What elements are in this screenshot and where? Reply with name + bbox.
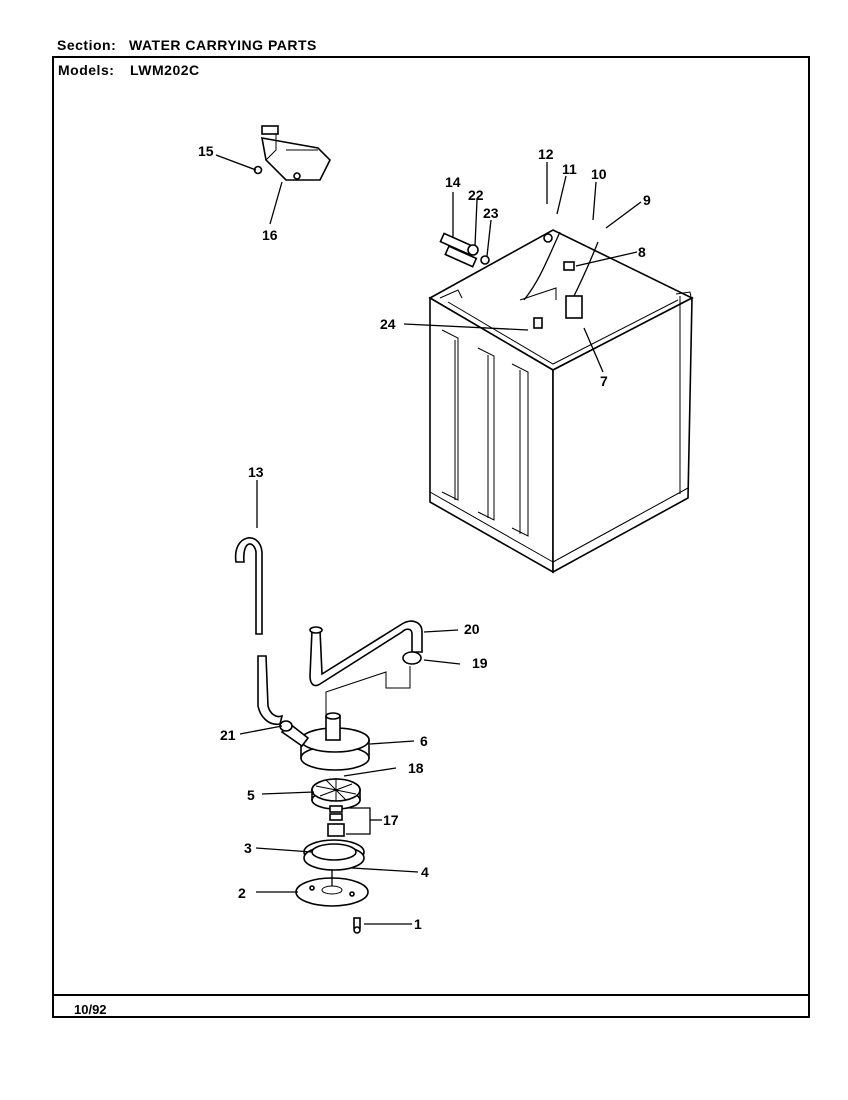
models-label: Models:: [58, 62, 115, 78]
callout-5: 5: [247, 787, 255, 803]
inlet-fittings: [439, 232, 490, 268]
callout-15: 15: [198, 143, 214, 159]
callout-8: 8: [638, 244, 646, 260]
cabinet-side-panel: [552, 296, 693, 574]
callout-numbers: 1 2 3 4 5 6 7 8 9 10 11 12 13 14 15 16 1…: [198, 143, 651, 932]
callout-21: 21: [220, 727, 236, 743]
callout-1: 1: [414, 916, 422, 932]
callout-9: 9: [643, 192, 651, 208]
callout-13: 13: [248, 464, 264, 480]
date-code: 10/92: [74, 1002, 107, 1017]
cabinet-assembly: [428, 229, 694, 574]
callout-3: 3: [244, 840, 252, 856]
section-value: WATER CARRYING PARTS: [129, 37, 317, 53]
callout-14: 14: [445, 174, 461, 190]
callout-24: 24: [380, 316, 396, 332]
pump-base: [295, 839, 369, 934]
diagram-frame: [52, 56, 810, 1018]
callout-2: 2: [238, 885, 246, 901]
pump-hose: [309, 620, 423, 718]
callout-10: 10: [591, 166, 607, 182]
section-label: Section:: [57, 37, 117, 53]
callout-20: 20: [464, 621, 480, 637]
models-line: Models: LWM202C: [58, 62, 200, 78]
footer-divider: [52, 994, 810, 996]
hose-clamp: [402, 651, 422, 665]
callout-7: 7: [600, 373, 608, 389]
water-valve: [565, 295, 583, 319]
callout-16: 16: [262, 227, 278, 243]
impeller-stack: [311, 778, 361, 837]
section-title: Section: WATER CARRYING PARTS: [57, 37, 317, 53]
pump-assembly: [279, 712, 370, 771]
models-value: LWM202C: [130, 62, 200, 78]
callout-19: 19: [472, 655, 488, 671]
callout-12: 12: [538, 146, 554, 162]
callout-17: 17: [383, 812, 399, 828]
callout-6: 6: [420, 733, 428, 749]
callout-18: 18: [408, 760, 424, 776]
bracket-assembly: [253, 125, 331, 181]
callout-4: 4: [421, 864, 429, 880]
callout-11: 11: [562, 161, 577, 177]
drain-hose: [234, 537, 284, 726]
leader-lines: [215, 154, 642, 925]
callout-22: 22: [468, 187, 484, 203]
callout-23: 23: [483, 205, 499, 221]
